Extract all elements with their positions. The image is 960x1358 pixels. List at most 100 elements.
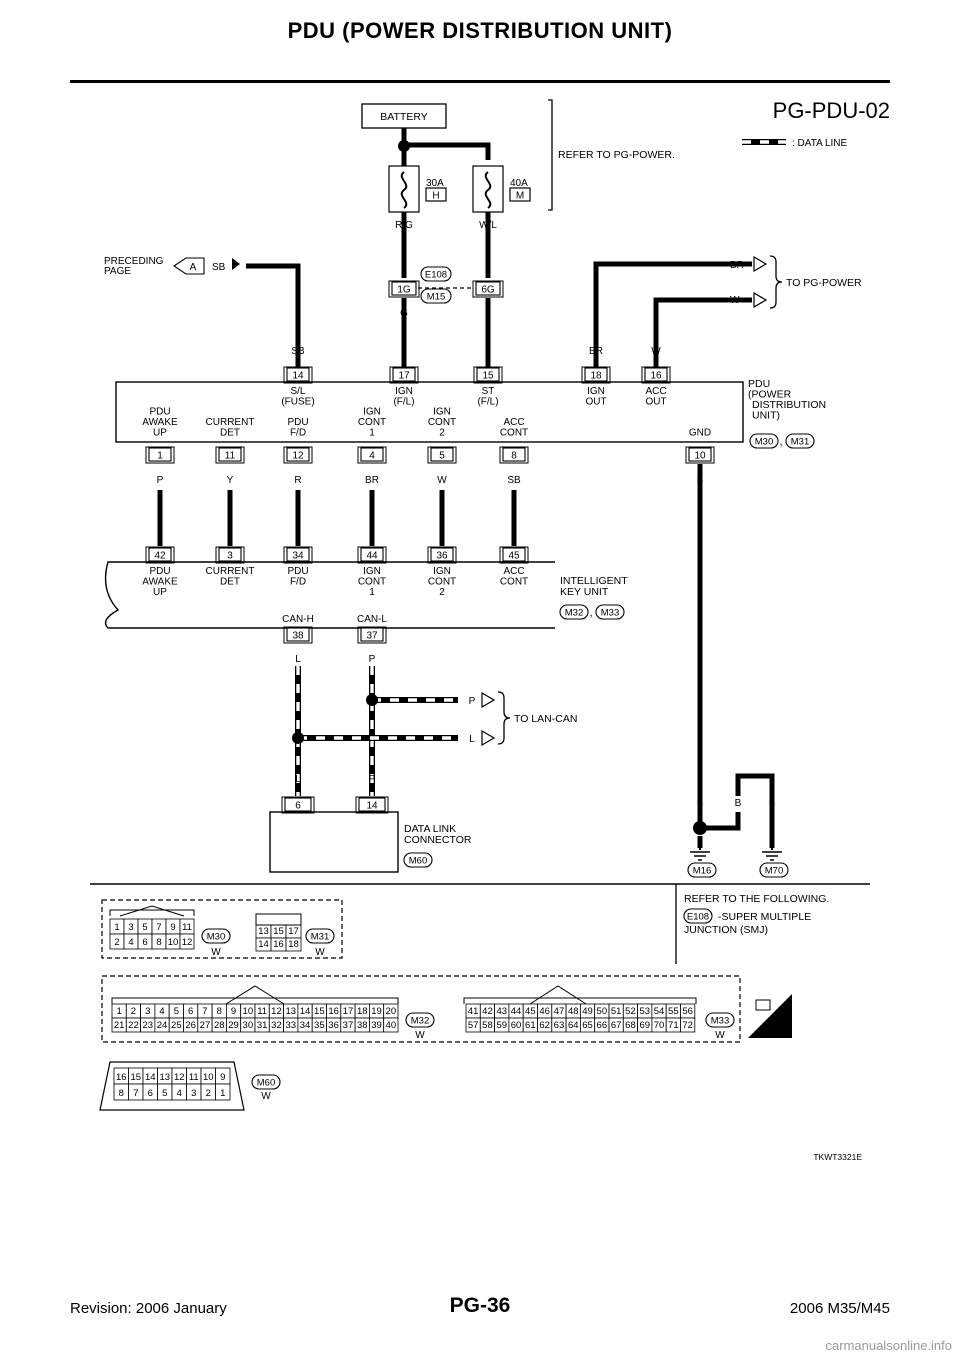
pin-number: 11 xyxy=(225,451,236,462)
wire-color: P xyxy=(157,475,164,486)
terminal-label: GND xyxy=(689,428,711,439)
pin-cell-number: 16 xyxy=(328,1006,339,1017)
battery-label: BATTERY xyxy=(380,111,427,123)
terminal-label: AWAKE xyxy=(142,577,178,588)
pin-cell-number: 48 xyxy=(568,1006,579,1017)
terminal-label: OUT xyxy=(585,397,606,408)
pin-cell-number: 45 xyxy=(525,1006,536,1017)
model-text: 2006 M35/M45 xyxy=(789,1300,890,1317)
wire-color-sb-feed: SB xyxy=(212,262,226,273)
terminal-label: UP xyxy=(153,587,167,598)
connector-id: M60 xyxy=(409,856,427,867)
connector-id: M31 xyxy=(311,932,329,943)
pin-cell-number: 50 xyxy=(597,1006,608,1017)
pin-bracket xyxy=(499,546,529,564)
pin-box xyxy=(286,627,310,642)
pin-cell-number: 12 xyxy=(271,1006,282,1017)
terminal-label: IGN xyxy=(363,566,381,577)
pdu-name: DISTRIBUTION xyxy=(752,399,826,411)
pin-bracket xyxy=(281,796,315,814)
pin-bracket xyxy=(581,366,611,384)
comma: , xyxy=(779,436,782,448)
iku-box xyxy=(104,561,555,629)
pin-bracket xyxy=(472,280,504,298)
pin-number: 8 xyxy=(511,451,517,462)
pin-cell-number: 64 xyxy=(568,1020,579,1031)
hs-label: H.S. xyxy=(766,1026,786,1037)
fuse-right-icon xyxy=(484,171,492,209)
terminal-label: 1 xyxy=(369,428,375,439)
pin-cell-number: 42 xyxy=(482,1006,493,1017)
pin-cell-number: 53 xyxy=(639,1006,650,1017)
diagram-label: PAGE xyxy=(104,266,131,277)
pin-number: 44 xyxy=(366,551,378,562)
figure-code: TKWT3321E xyxy=(813,1152,862,1162)
terminal-label: ST xyxy=(482,386,495,397)
pin-box xyxy=(360,447,384,462)
wire-color: P xyxy=(369,774,376,785)
wire-color: SB xyxy=(291,346,305,357)
to-pg-power-label: TO PG-POWER xyxy=(786,277,862,289)
refer-bracket xyxy=(548,99,553,211)
pin-cell-number: 25 xyxy=(171,1020,182,1031)
terminal-label: (F/L) xyxy=(477,397,498,408)
connector-id-badge xyxy=(420,266,452,282)
pin-cell-number: 5 xyxy=(174,1006,179,1017)
pin-cell-number: 60 xyxy=(511,1020,522,1031)
fuse-right-id: M xyxy=(516,191,524,202)
pin-cell-number: 1 xyxy=(117,1006,122,1017)
connector-id: M30 xyxy=(755,437,773,448)
terminal-label: S/L xyxy=(290,386,305,397)
pin-cell-number: 16 xyxy=(273,939,284,950)
wire-color: L xyxy=(295,654,301,665)
pin-cell-number: 7 xyxy=(133,1088,138,1099)
terminal-label: F/D xyxy=(290,577,306,588)
connector-id-badge xyxy=(420,288,452,304)
connector-id: M30 xyxy=(207,932,225,943)
terminal-label: UP xyxy=(153,428,167,439)
wire xyxy=(735,773,775,848)
pin-cell-number: 3 xyxy=(145,1006,150,1017)
wire-color-br-out: BR xyxy=(730,260,744,271)
pin-cell-number: 51 xyxy=(611,1006,622,1017)
terminal-label: 2 xyxy=(439,587,445,598)
pin-cell-number: 11 xyxy=(189,1072,199,1083)
pin-cell xyxy=(383,1017,399,1033)
terminal-label: ACC xyxy=(503,417,524,428)
battery-box xyxy=(361,103,447,129)
pin-number: 42 xyxy=(154,551,166,562)
pin-cell-number: 4 xyxy=(128,937,133,948)
pin-cell-number: 6 xyxy=(142,937,147,948)
connector-id: M32 xyxy=(565,608,583,619)
off-page-arrow xyxy=(173,257,205,275)
wire-color: R xyxy=(294,475,301,486)
refer-smj: -SUPER MULTIPLE xyxy=(718,911,811,923)
connector-id: M16 xyxy=(693,866,711,877)
pin-cell-number: 15 xyxy=(273,926,284,937)
pin-bracket xyxy=(499,446,529,464)
connector-id: M32 xyxy=(411,1016,429,1027)
connector-id-badge xyxy=(403,852,433,868)
pin-cell-number: 30 xyxy=(243,1020,254,1031)
pin-cell-number: 11 xyxy=(257,1006,267,1017)
pin-cell-number: 66 xyxy=(597,1020,608,1031)
pin-number: 16 xyxy=(650,371,662,382)
pin-cell-number: 2 xyxy=(114,937,119,948)
pin-cell-number: 37 xyxy=(343,1020,354,1031)
pin-bracket xyxy=(283,446,313,464)
pin-number: 14 xyxy=(292,371,304,382)
pin-cell-number: 14 xyxy=(300,1006,311,1017)
arrow-head xyxy=(232,258,240,270)
arrow-head xyxy=(753,255,768,273)
splice-dot xyxy=(693,821,707,835)
wire xyxy=(593,261,752,368)
connector-id-badge xyxy=(559,604,589,620)
terminal-label: (F/L) xyxy=(393,397,414,408)
connector-lock xyxy=(255,913,302,926)
pin-cell-number: 13 xyxy=(159,1072,170,1083)
pin-cell-number: 44 xyxy=(511,1006,522,1017)
terminal-label: DET xyxy=(220,577,240,588)
pin-bracket xyxy=(283,546,313,564)
